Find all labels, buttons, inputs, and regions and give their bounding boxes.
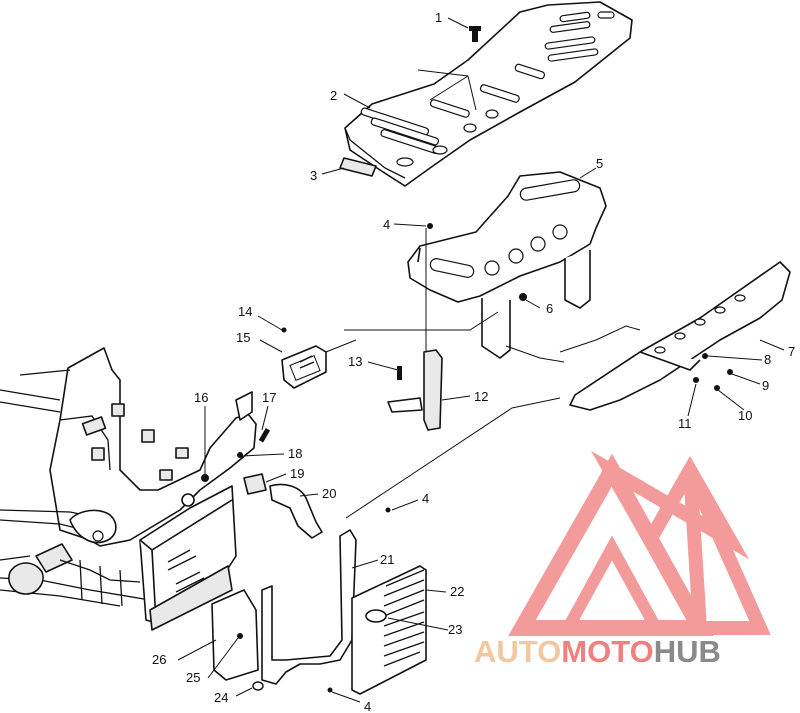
- callout-3: 3: [310, 168, 317, 183]
- watermark-moto: MOTO: [561, 634, 653, 669]
- assembly-lines: [325, 69, 641, 519]
- bracket-12: [387, 349, 443, 431]
- nut-24: [252, 681, 264, 691]
- mud-flap: [351, 565, 427, 695]
- callout-12: 12: [474, 389, 488, 404]
- bolt-9: [727, 369, 733, 375]
- washer-18: [237, 452, 243, 458]
- callout-16: 16: [194, 390, 208, 405]
- strap-20: [269, 483, 323, 539]
- clip-19: [243, 473, 267, 495]
- callout-18: 18: [288, 446, 302, 461]
- callout-6: 6: [546, 301, 553, 316]
- callout-19: 19: [290, 466, 304, 481]
- bolt-16: [201, 474, 209, 482]
- callout-4-top: 4: [383, 217, 390, 232]
- callout-8: 8: [764, 352, 771, 367]
- washer-11: [693, 377, 699, 383]
- nut-10: [714, 385, 720, 391]
- callout-5: 5: [596, 156, 603, 171]
- screw-25: [237, 633, 243, 639]
- rack-support: [407, 171, 607, 359]
- fastener-4-mid: [385, 507, 391, 513]
- callout-13: 13: [348, 354, 362, 369]
- callout-11: 11: [678, 416, 692, 431]
- bolt-17: [258, 427, 271, 443]
- mudguard-bracket: [261, 529, 357, 685]
- fastener-4-bottom: [327, 687, 333, 693]
- callout-2: 2: [330, 88, 337, 103]
- callout-26: 26: [152, 652, 166, 667]
- callout-4-mid: 4: [422, 491, 429, 506]
- watermark-logo: [508, 450, 771, 636]
- callout-24: 24: [214, 690, 228, 705]
- screw-14: [281, 327, 287, 333]
- chassis-frame: [0, 347, 257, 607]
- washer-8: [702, 353, 708, 359]
- rear-rack: [344, 1, 633, 187]
- callout-21: 21: [380, 552, 394, 567]
- callout-labels: 1 2 3 5 4 6 7 8 9 10 11 12 13 14 15 16 1…: [152, 10, 795, 713]
- callout-leaders: [177, 17, 785, 703]
- callout-23: 23: [448, 622, 462, 637]
- rear-bumper: [569, 261, 791, 411]
- callout-20: 20: [322, 486, 336, 501]
- bolt-13: [397, 366, 402, 380]
- callout-7: 7: [788, 344, 795, 359]
- callout-9: 9: [762, 378, 769, 393]
- nut-6: [519, 293, 527, 301]
- washer-4-top: [427, 223, 433, 229]
- callout-10: 10: [738, 408, 752, 423]
- callout-1: 1: [435, 10, 442, 25]
- callout-14: 14: [238, 304, 252, 319]
- callout-15: 15: [236, 330, 250, 345]
- panel-26: [211, 589, 259, 681]
- watermark-text: AUTOMOTOHUB: [474, 634, 721, 669]
- callout-25: 25: [186, 670, 200, 685]
- callout-4-bottom: 4: [364, 699, 371, 713]
- watermark-hub: HUB: [654, 634, 721, 669]
- watermark-auto: AUTO: [474, 634, 561, 669]
- callout-22: 22: [450, 584, 464, 599]
- rack-plate: [339, 157, 377, 177]
- battery-box: [139, 485, 237, 631]
- taillight: [281, 345, 327, 389]
- callout-17: 17: [262, 390, 276, 405]
- bolt-1: [469, 26, 481, 42]
